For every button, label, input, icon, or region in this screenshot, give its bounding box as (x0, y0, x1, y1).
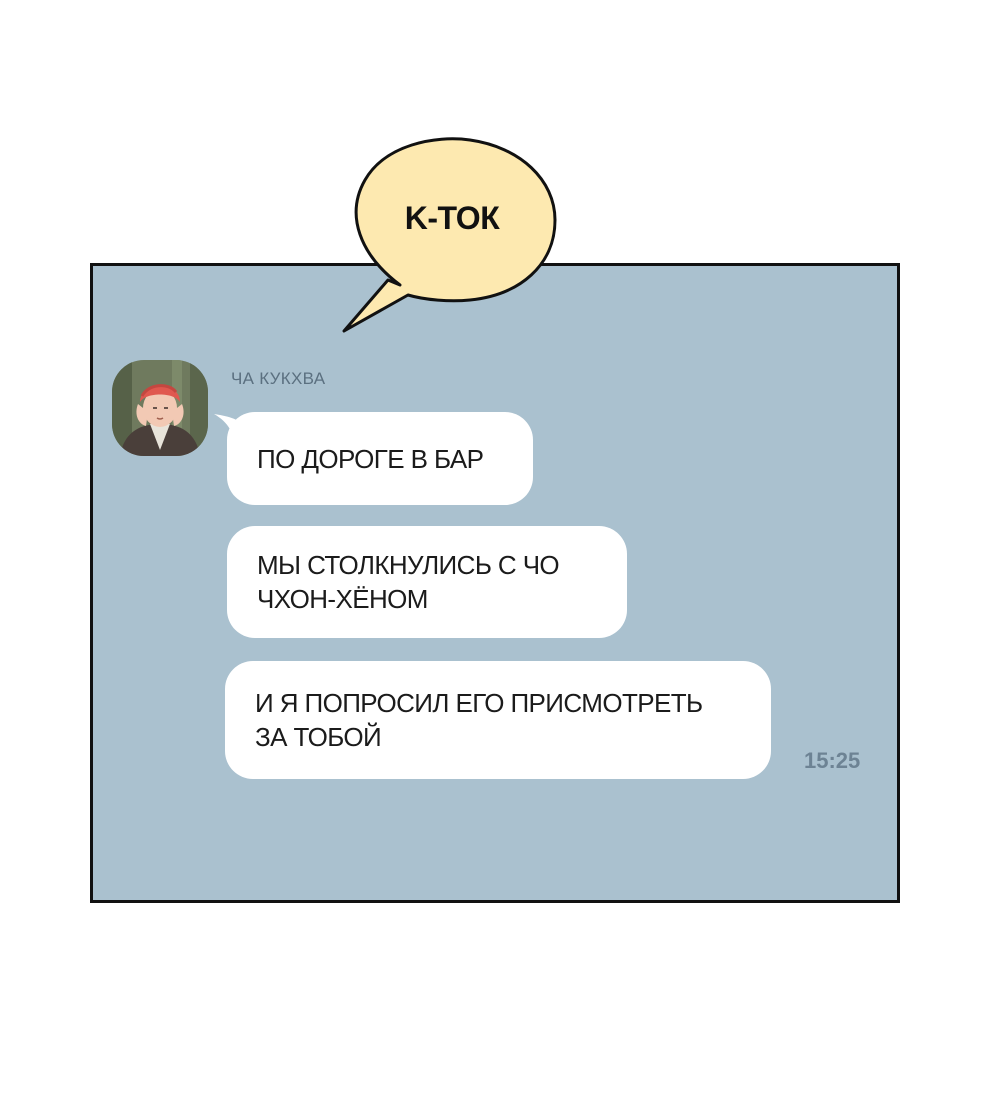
message-text: ПО ДОРОГЕ В БАР (257, 443, 484, 474)
app-name-label: K-ТОК (404, 200, 500, 236)
message-timestamp: 15:25 (804, 748, 861, 773)
avatar[interactable] (112, 360, 208, 456)
sender-name: ЧА КУКХВА (231, 369, 326, 388)
message-text: МЫ СТОЛКНУЛИСЬ С ЧО ЧХОН-ХЁНОМ (257, 550, 560, 614)
avatar-portrait-icon (112, 360, 208, 456)
message-text: И Я ПОПРОСИЛ ЕГО ПРИСМОТРЕТЬ ЗА ТОБОЙ (255, 688, 703, 752)
message-bubble[interactable]: ПО ДОРОГЕ В БАР (227, 412, 533, 505)
message-bubble[interactable]: И Я ПОПРОСИЛ ЕГО ПРИСМОТРЕТЬ ЗА ТОБОЙ (225, 661, 771, 779)
app-name-bubble (342, 137, 557, 333)
message-bubble[interactable]: МЫ СТОЛКНУЛИСЬ С ЧО ЧХОН-ХЁНОМ (227, 526, 627, 638)
